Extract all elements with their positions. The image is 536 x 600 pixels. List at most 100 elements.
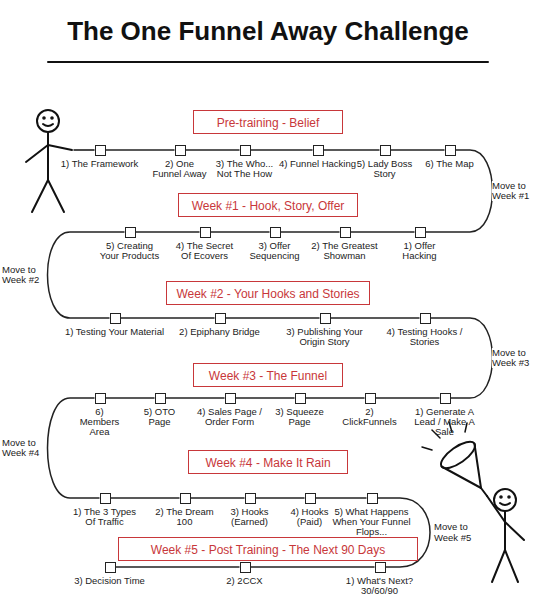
step-label: 3) Squeeze Page: [275, 407, 325, 428]
path-connector: [236, 397, 295, 399]
path-connector: [256, 497, 305, 499]
step-square: 3) Squeeze Page: [295, 393, 306, 404]
step-square: 1) Generate A Lead / Make A Sale: [440, 393, 451, 404]
step-label: 2) Epiphany Bridge: [170, 327, 270, 337]
path-connector: [251, 566, 375, 568]
step-label: 6) The Map: [422, 159, 477, 169]
step-label: 2) The Greatest Showman: [309, 241, 381, 262]
step-square: 2) ClickFunnels: [365, 393, 376, 404]
step-square: 1) Testing Your Material: [110, 313, 121, 324]
week-header-text: Week #4 - Make It Rain: [205, 457, 330, 471]
path-connector: [331, 317, 420, 319]
step-label: 3) Decision Time: [69, 576, 151, 586]
path-connector: [226, 317, 320, 319]
step-square: 1) The 3 Types Of Traffic: [100, 493, 111, 504]
path-connector: [121, 317, 215, 319]
week-header-box: Week #2 - Your Hooks and Stories: [166, 281, 370, 305]
step-square: 2) One Funnel Away: [175, 145, 186, 156]
path-connector: [166, 397, 225, 399]
path-connector: [324, 149, 380, 151]
step-label: 2) One Funnel Away: [151, 159, 209, 180]
week-header-text: Week #5 - Post Training - The Next 90 Da…: [151, 544, 385, 558]
path-connector: [281, 231, 340, 233]
step-square: 1) The Framework: [95, 145, 106, 156]
step-label: 3) Publishing Your Origin Story: [275, 327, 375, 348]
move-label: Move to Week #2: [2, 265, 44, 286]
title: The One Funnel Away Challenge: [0, 16, 536, 47]
step-square: 3) Decision Time: [105, 562, 116, 573]
path-connector: [251, 149, 313, 151]
step-square: 5) OTO Page: [155, 393, 166, 404]
week-header-box: Week #1 - Hook, Story, Offer: [178, 193, 358, 217]
step-label: 4) The Secret Of Ecovers: [172, 241, 238, 262]
step-label: 1) Generate A Lead / Make A Sale: [405, 407, 485, 438]
path-connector: [116, 566, 240, 568]
step-square: 3) Offer Sequencing: [270, 227, 281, 238]
path-connector: [316, 497, 367, 499]
week-header-text: Week #1 - Hook, Story, Offer: [192, 200, 345, 214]
path-connector: [351, 231, 415, 233]
step-square: 4) The Secret Of Ecovers: [200, 227, 211, 238]
step-square: 5) What Happens When Your Funnel Flops..…: [367, 493, 378, 504]
step-label: 3) Offer Sequencing: [245, 241, 305, 262]
step-label: 5) What Happens When Your Funnel Flops..…: [331, 507, 413, 538]
step-square: 4) Testing Hooks / Stories: [420, 313, 431, 324]
step-label: 4) Funnel Hacking: [278, 159, 358, 169]
step-square: 4) Hooks (Paid): [305, 493, 316, 504]
step-label: 5) Creating Your Products: [97, 241, 163, 262]
step-label: 1) The 3 Types Of Traffic: [70, 507, 140, 528]
step-label: 4) Sales Page / Order Form: [195, 407, 265, 428]
week-header-box: Pre-training - Belief: [193, 110, 343, 134]
step-square: 5) Creating Your Products: [125, 227, 136, 238]
step-label: 3) Hooks (Earned): [225, 507, 275, 528]
week-header-box: Week #4 - Make It Rain: [188, 450, 348, 474]
step-label: 3) The Who... Not The How: [215, 159, 275, 180]
step-label: 4) Hooks (Paid): [285, 507, 335, 528]
step-square: 1) What's Next? 30/60/90: [375, 562, 386, 573]
step-label: 4) Testing Hooks / Stories: [380, 327, 470, 348]
step-label: 1) Testing Your Material: [65, 327, 165, 337]
step-square: 3) Publishing Your Origin Story: [320, 313, 331, 324]
step-square: 4) Sales Page / Order Form: [225, 393, 236, 404]
step-label: 2) The Dream 100: [155, 507, 215, 528]
path-start-line: [74, 149, 94, 151]
step-square: 3) Hooks (Earned): [245, 493, 256, 504]
move-label: Move to Week #4: [2, 438, 44, 459]
week-header-text: Week #2 - Your Hooks and Stories: [176, 288, 359, 302]
week-header-text: Week #3 - The Funnel: [209, 370, 327, 384]
step-label: 6) Members Area: [75, 407, 125, 438]
path-connector: [106, 149, 175, 151]
path-connector: [211, 231, 270, 233]
move-label: Move to Week #3: [492, 348, 534, 369]
step-label: 5) OTO Page: [132, 407, 188, 428]
path-connector: [186, 149, 240, 151]
step-square: 3) The Who... Not The How: [240, 145, 251, 156]
week-header-box: Week #3 - The Funnel: [193, 363, 343, 387]
path-connector: [106, 397, 155, 399]
step-square: 2) 2CCX: [240, 562, 251, 573]
step-square: 5) Lady Boss Story: [380, 145, 391, 156]
path-connector: [136, 231, 200, 233]
step-square: 4) Funnel Hacking: [313, 145, 324, 156]
move-label: Move to Week #5: [434, 522, 476, 543]
week-header-text: Pre-training - Belief: [217, 117, 320, 131]
step-square: 2) Epiphany Bridge: [215, 313, 226, 324]
step-label: 1) The Framework: [58, 159, 142, 169]
path-connector: [191, 497, 245, 499]
week-header-box: Week #5 - Post Training - The Next 90 Da…: [118, 537, 418, 561]
step-square: 1) Offer Hacking: [415, 227, 426, 238]
step-square: 2) The Greatest Showman: [340, 227, 351, 238]
step-label: 2) ClickFunnels: [339, 407, 401, 428]
path-connector: [376, 397, 440, 399]
path-connector: [391, 149, 445, 151]
stick-figure-funnel: [422, 422, 524, 582]
path-connector: [306, 397, 365, 399]
move-label: Move to Week #1: [492, 181, 534, 202]
path-connector: [48, 398, 100, 498]
step-square: 2) The Dream 100: [180, 493, 191, 504]
title-underline: [48, 61, 488, 63]
step-label: 1) Offer Hacking: [395, 241, 445, 262]
step-square: 6) The Map: [445, 145, 456, 156]
path-connector: [111, 497, 180, 499]
